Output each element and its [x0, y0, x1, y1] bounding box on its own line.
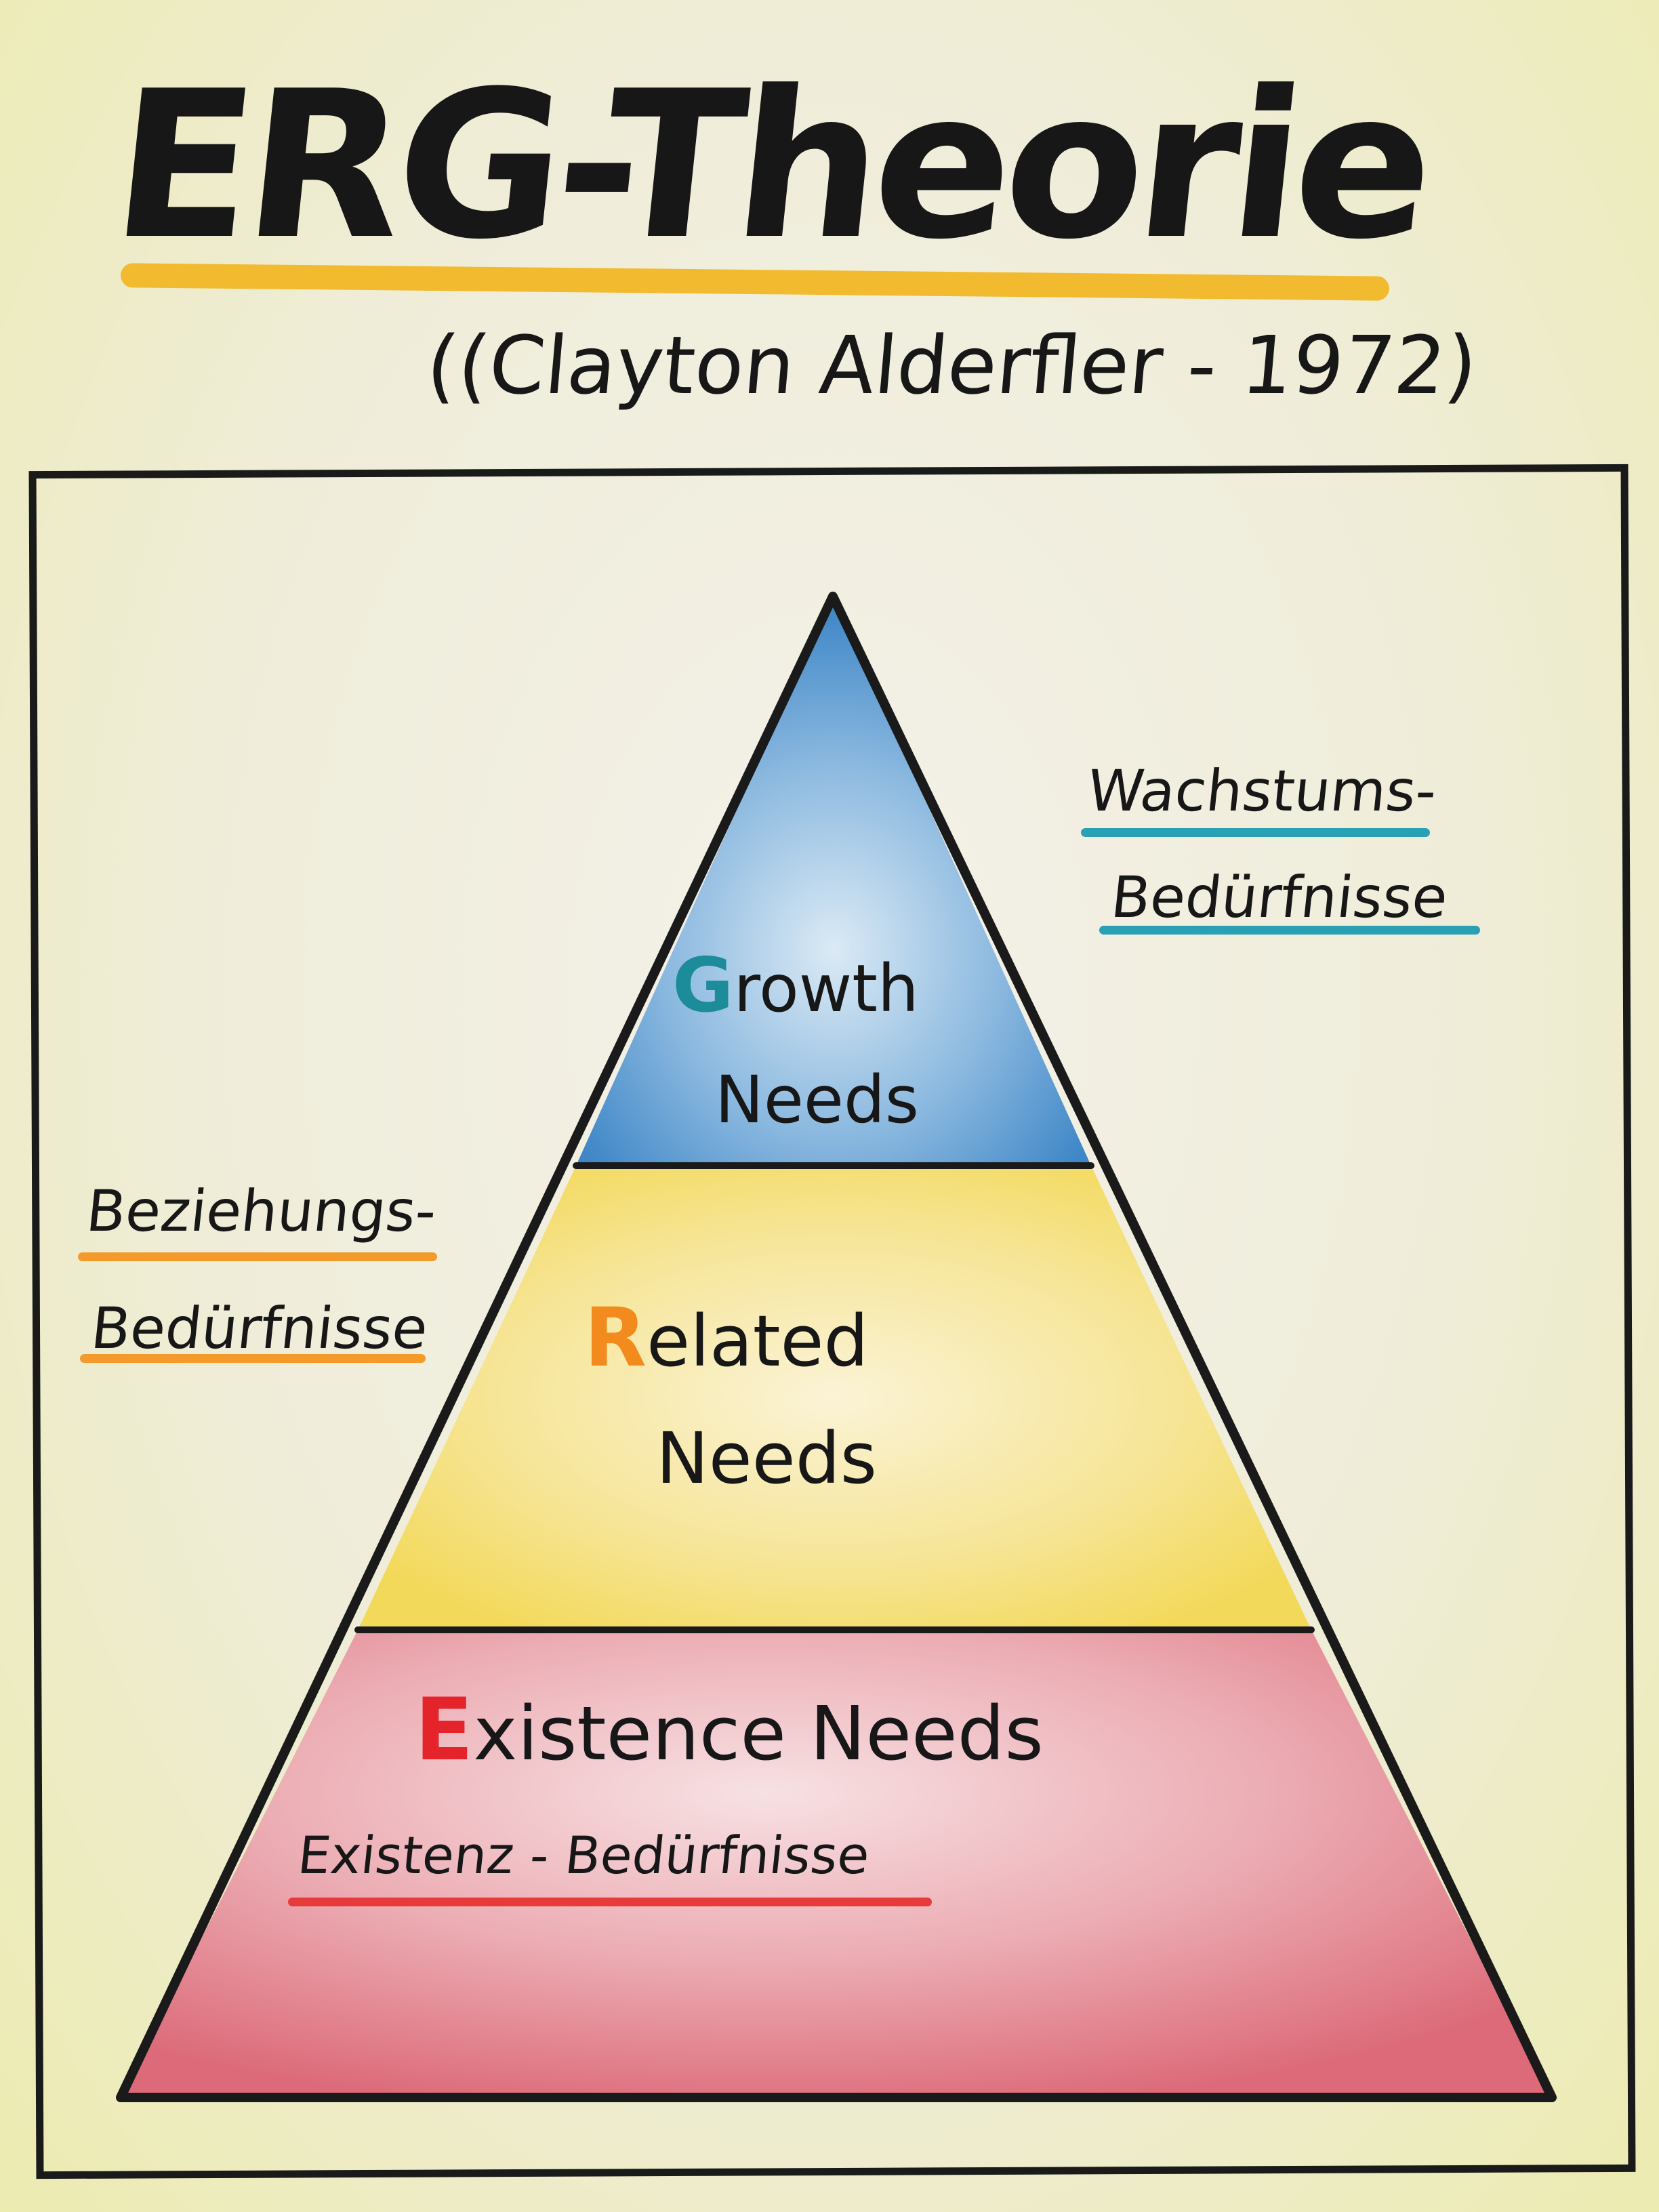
pyramid-outline: [116, 592, 1557, 2102]
growth-german-line2: Bedürfnisse: [1107, 864, 1451, 930]
growth-german-underline2: [1099, 926, 1480, 935]
growth-initial: G: [672, 943, 734, 1029]
existence-level-fill: [121, 1630, 1552, 2097]
related-german-line2: Bedürfnisse: [87, 1295, 431, 1361]
related-initial: R: [584, 1291, 647, 1385]
growth-level-fill: [576, 596, 1091, 1166]
related-german-underline2: [80, 1354, 426, 1363]
existence-rest: xistence Needs: [473, 1690, 1044, 1777]
growth-german-underline1: [1081, 828, 1430, 837]
related-needs-label: Related: [584, 1298, 868, 1379]
related-needs-line2: Needs: [656, 1417, 877, 1500]
growth-rest: rowth: [733, 951, 919, 1027]
related-german-underline1: [78, 1252, 437, 1261]
growth-german-line1: Wachstums-: [1084, 758, 1440, 824]
existence-initial: E: [415, 1680, 474, 1780]
existence-needs-label: Existence Needs: [415, 1687, 1044, 1774]
related-german-line1: Beziehungs-: [83, 1178, 440, 1244]
growth-needs-label: Growth: [672, 949, 919, 1023]
existence-german-label: Existenz - Bedürfnisse: [295, 1825, 873, 1885]
related-level-fill: [358, 1166, 1311, 1630]
existence-german-underline: [288, 1898, 932, 1906]
growth-needs-line2: Needs: [715, 1062, 919, 1138]
related-rest: elated: [647, 1300, 869, 1382]
